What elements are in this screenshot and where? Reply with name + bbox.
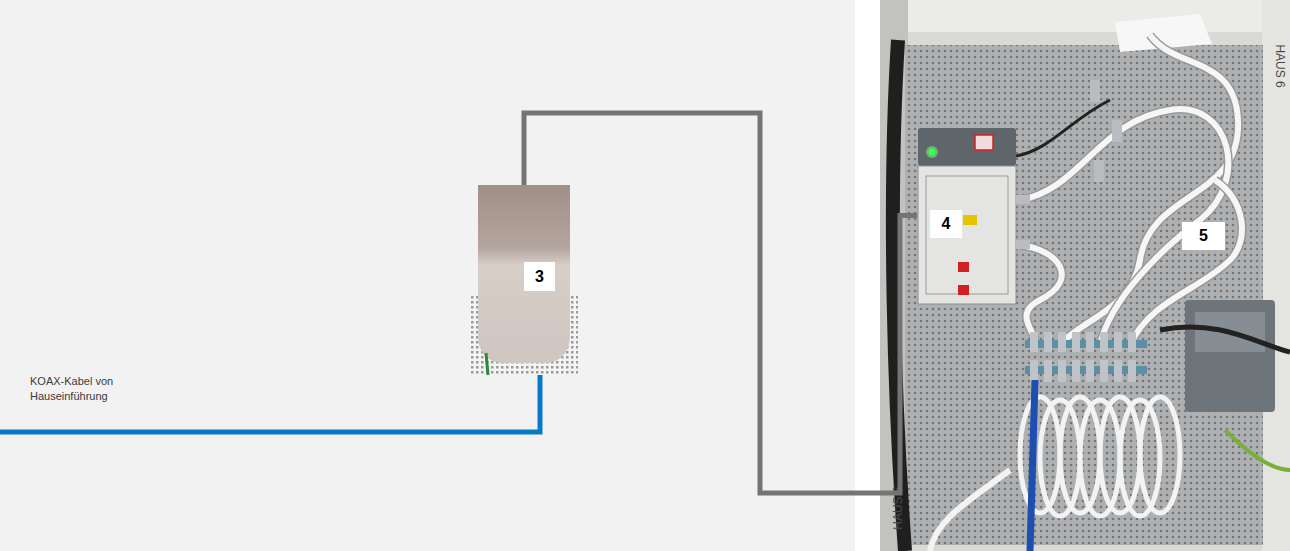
f-connector (1058, 360, 1066, 382)
cable-connector (524, 113, 917, 493)
f-connector (1016, 195, 1030, 204)
type-plate (975, 135, 993, 150)
handwritten-mark: HAUS 6 (1272, 36, 1288, 96)
f-connector (1086, 332, 1094, 352)
status-led (926, 146, 938, 158)
f-connector (1114, 360, 1122, 382)
f-connector (1100, 332, 1108, 352)
coax-cable (1060, 35, 1238, 345)
mounting-plate (905, 45, 1263, 545)
junction-box (1185, 300, 1275, 412)
coax-cable (930, 470, 1010, 551)
amplifier-housing (918, 166, 1016, 304)
handwritten-mark: HAUS 6 (890, 478, 906, 538)
cabinet-body (880, 0, 1290, 551)
f-connector (1094, 160, 1104, 182)
f-connector (1100, 360, 1108, 382)
blue-cable (1030, 380, 1035, 551)
callout-number: 3 (524, 262, 555, 291)
f-connector (1044, 360, 1052, 382)
cabinet-top (880, 0, 1290, 32)
f-connector (1086, 360, 1094, 382)
earth-wire (486, 353, 488, 375)
f-connector (1016, 240, 1030, 249)
feed-cable (893, 40, 905, 551)
coax-cable (1020, 245, 1062, 345)
cable-coil (1140, 397, 1180, 513)
f-connector (1128, 332, 1136, 352)
f-connector (1058, 332, 1066, 352)
amplifier-top (918, 128, 1016, 166)
cable-note: KOAX-Kabel von Hauseinführung (30, 374, 126, 404)
f-connector (1072, 360, 1080, 382)
cabinet-left-wall (880, 0, 908, 551)
f-connector (1044, 332, 1052, 352)
f-connector (1030, 332, 1038, 352)
diagram-panel (0, 0, 855, 551)
coax-cable-shadow (1020, 245, 1062, 345)
callout-number: 5 (1182, 222, 1225, 250)
coax-cable-shadow (1060, 35, 1238, 345)
status-led (929, 149, 936, 156)
f-connector (1112, 120, 1122, 142)
device-housing (478, 185, 570, 363)
device-node: 3 (470, 185, 578, 375)
signal-cable (1160, 327, 1290, 352)
earth-wire (1225, 430, 1290, 470)
dip-switch (958, 262, 969, 272)
amplifier-panel (926, 176, 1008, 294)
coax-cable (0, 342, 540, 432)
callout-number: 4 (930, 210, 962, 238)
f-connector (1128, 360, 1136, 382)
f-connector (1072, 332, 1080, 352)
dip-switch (963, 215, 977, 225)
f-connector (1114, 332, 1122, 352)
device-node: 5 (1150, 190, 1250, 280)
device-node: 4 (917, 128, 1017, 303)
f-connector (1030, 360, 1038, 382)
signal-cable (1016, 100, 1110, 156)
f-connector (1090, 80, 1100, 102)
dip-switch (958, 285, 969, 295)
